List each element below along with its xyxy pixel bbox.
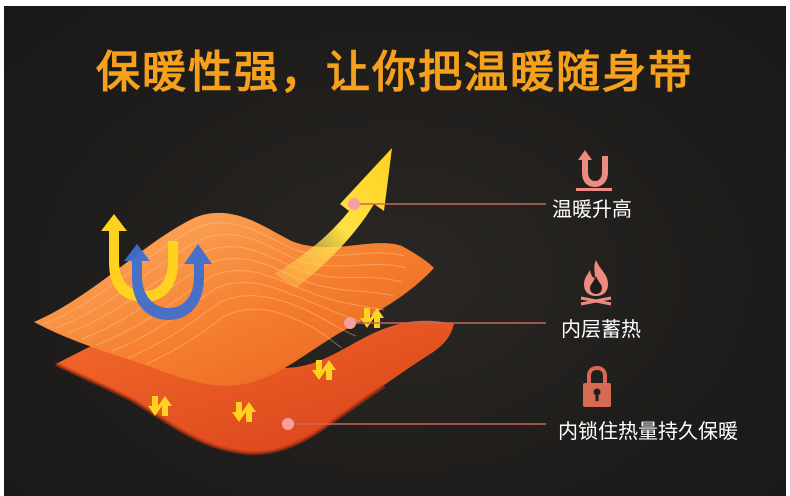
- blue-u-arrow: [124, 244, 212, 320]
- yellow-u-arrow: [101, 214, 178, 302]
- hero-banner: 保暖性强，让你把温暖随身带: [4, 6, 786, 496]
- campfire-icon: [580, 260, 612, 306]
- u-turn-arrow-up-icon: [576, 150, 612, 191]
- fabric-layers-illustration: [34, 148, 546, 456]
- padlock-icon: [583, 366, 611, 407]
- feature-label-inner-heat-storage: 内层蓄热: [561, 317, 641, 341]
- feature-label-warmth-rise: 温暖升高: [552, 197, 632, 221]
- callout-lines: [282, 198, 546, 430]
- feature-label-lock-heat: 内锁住热量持久保暖: [558, 419, 738, 443]
- rising-heat-arrow: [274, 148, 392, 288]
- headline: 保暖性强，让你把温暖随身带: [96, 47, 694, 98]
